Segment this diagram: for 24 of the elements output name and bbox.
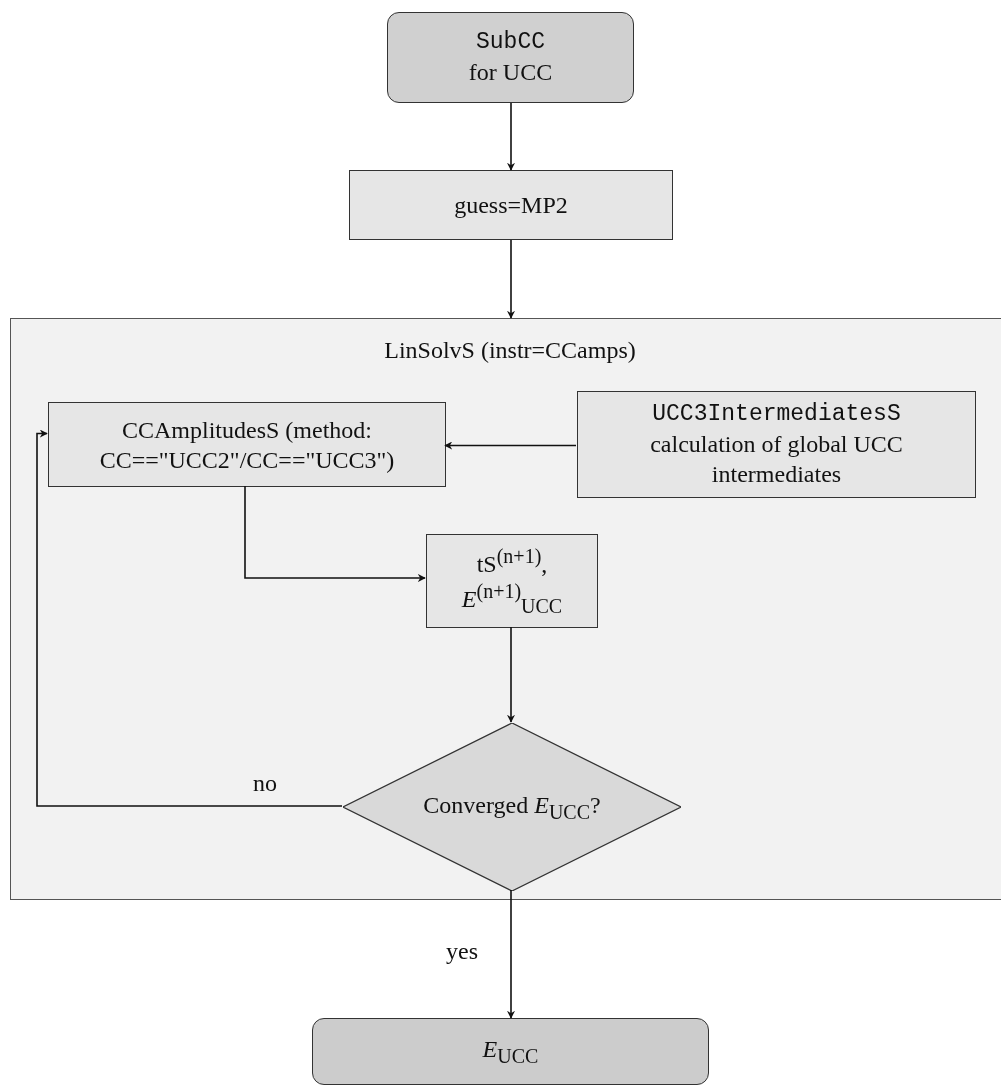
start-box: [387, 12, 634, 103]
process-box: [577, 391, 976, 498]
decision-diamond: [343, 723, 681, 891]
solver-panel: [10, 318, 1001, 900]
arrow: [244, 485, 426, 582]
node-label: E$_{UCC}$: [482, 1035, 539, 1069]
arrow: [507, 102, 515, 171]
end-box: [312, 1018, 709, 1085]
node-description: for UCC: [468, 57, 553, 87]
node-label: guess=MP2: [454, 191, 568, 220]
process-box: [349, 170, 673, 240]
panel-title: LinSolvS (instr=CCamps): [384, 336, 636, 365]
node-label: UCC3IntermediatesS: [652, 400, 901, 429]
arrow: [444, 441, 577, 450]
node-label: CCAmplitudesS (method: CC=="UCC2"/CC=="UCC3"): [98, 415, 396, 475]
node-label: SubCC: [476, 28, 545, 57]
node-label: Converged E$_{UCC}$?: [423, 790, 601, 825]
arrow: [36, 429, 343, 807]
arrow: [507, 239, 515, 319]
process-box: [426, 534, 598, 628]
process-box: [48, 402, 446, 487]
arrow: [507, 889, 515, 1019]
node-description: calculation of global UCC intermediates: [649, 429, 904, 489]
arrow: [507, 626, 515, 723]
